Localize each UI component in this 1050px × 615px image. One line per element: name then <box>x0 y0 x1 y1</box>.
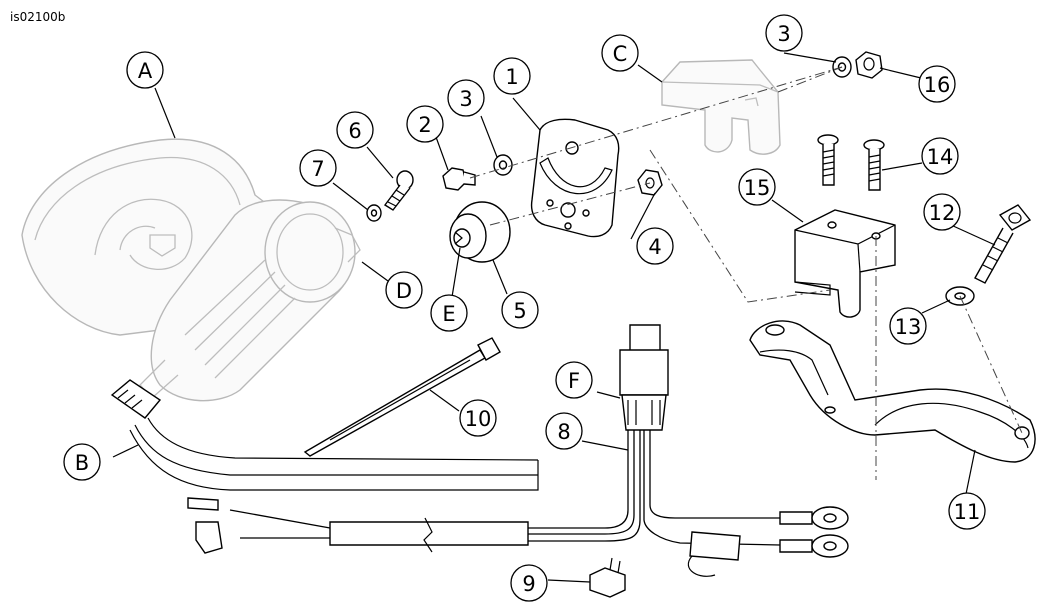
svg-text:3: 3 <box>459 87 472 111</box>
figure-id: is02100b <box>10 10 66 24</box>
relay <box>619 324 669 431</box>
callout-D: D <box>385 271 423 309</box>
svg-text:7: 7 <box>311 157 324 181</box>
callout-3-mid: 3 <box>447 79 485 117</box>
svg-text:6: 6 <box>348 119 361 143</box>
rubber-isolator <box>449 201 511 263</box>
svg-text:B: B <box>75 451 89 475</box>
svg-text:3: 3 <box>777 22 790 46</box>
nut-4 <box>637 169 663 196</box>
svg-text:4: 4 <box>648 235 661 259</box>
screw-14b <box>863 139 885 191</box>
fuse <box>589 557 626 598</box>
callout-3-top: 3 <box>765 14 803 52</box>
callout-1: 1 <box>493 57 531 95</box>
svg-text:C: C <box>613 42 628 66</box>
svg-text:16: 16 <box>924 73 951 97</box>
callout-6: 6 <box>336 111 374 149</box>
callout-13: 13 <box>889 307 927 345</box>
callout-9: 9 <box>510 564 548 602</box>
callout-E: E <box>430 294 468 332</box>
bracket-c <box>661 59 781 155</box>
callout-5: 5 <box>501 291 539 329</box>
alignment-lines <box>469 66 1023 480</box>
svg-text:9: 9 <box>522 572 535 596</box>
svg-text:8: 8 <box>557 420 570 444</box>
svg-text:1: 1 <box>505 65 518 89</box>
callout-16: 16 <box>918 65 956 103</box>
callout-12: 12 <box>923 193 961 231</box>
leader-lines <box>112 52 996 583</box>
screw-14a <box>817 134 839 186</box>
callout-A: A <box>126 51 164 89</box>
svg-text:A: A <box>138 59 153 83</box>
bracket-11 <box>749 320 1036 463</box>
wiring-harness <box>187 430 849 577</box>
bolt-2 <box>442 167 476 191</box>
svg-text:E: E <box>442 302 455 326</box>
callout-14: 14 <box>921 137 959 175</box>
svg-text:D: D <box>396 279 412 303</box>
svg-text:F: F <box>568 369 580 393</box>
callout-8: 8 <box>545 412 583 450</box>
callout-2: 2 <box>406 105 444 143</box>
horn-harness-cable <box>110 379 539 491</box>
svg-text:15: 15 <box>744 176 771 200</box>
mounting-plate <box>530 118 620 238</box>
svg-text:5: 5 <box>513 299 526 323</box>
cable-strap <box>303 337 501 457</box>
svg-text:14: 14 <box>927 145 954 169</box>
callout-B: B <box>63 443 101 481</box>
washer-3-mid <box>493 154 513 176</box>
bracket-15 <box>794 209 896 318</box>
screw-6 <box>383 170 414 211</box>
svg-text:11: 11 <box>954 500 981 524</box>
callout-F: F <box>555 361 593 399</box>
horn-compressor <box>139 199 361 402</box>
lockwasher-7 <box>366 204 382 222</box>
svg-text:13: 13 <box>895 315 922 339</box>
callout-15: 15 <box>738 168 776 206</box>
callout-10: 10 <box>459 399 497 437</box>
callout-C: C <box>601 34 639 72</box>
nut-16 <box>855 51 883 79</box>
callout-7: 7 <box>299 149 337 187</box>
svg-text:12: 12 <box>929 201 956 225</box>
screw-12 <box>974 204 1032 284</box>
callout-4: 4 <box>636 227 674 265</box>
svg-text:10: 10 <box>465 407 492 431</box>
callout-11: 11 <box>948 492 986 530</box>
svg-text:2: 2 <box>418 113 431 137</box>
